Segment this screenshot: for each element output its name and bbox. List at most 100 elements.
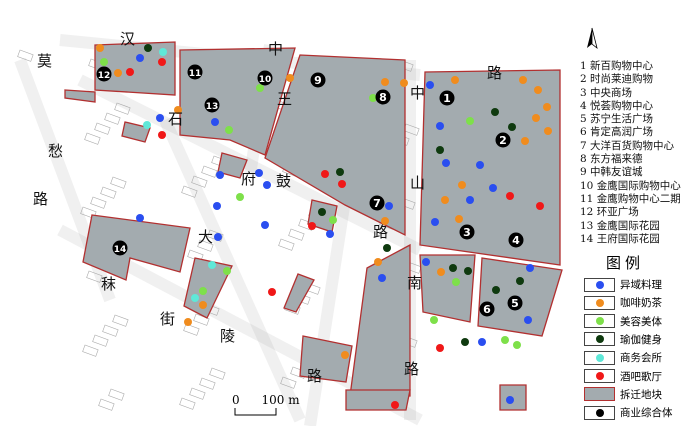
poi-exotic-cuisine — [156, 114, 164, 122]
poi-bar-ktv — [506, 192, 514, 200]
legend-label: 拆迁地块 — [620, 388, 662, 401]
poi-bar-ktv — [321, 170, 329, 178]
building-outline — [94, 122, 111, 135]
poi-beauty — [452, 278, 460, 286]
poi-yoga-fitness — [383, 244, 391, 252]
building-outline — [84, 132, 101, 145]
street — [159, 117, 306, 423]
legend-item: 酒吧歌厅 — [584, 369, 662, 384]
north-arrow-icon — [587, 27, 598, 50]
poi-exotic-cuisine — [255, 169, 263, 177]
demolition-block — [121, 121, 151, 143]
building-outline — [278, 238, 295, 251]
building-outline — [209, 367, 226, 380]
legend-title: 图例 — [606, 254, 645, 272]
marker-number: 10 — [259, 75, 272, 85]
poi-coffee-tea — [437, 268, 445, 276]
marker-number: 11 — [189, 69, 202, 79]
road-label: 路 — [404, 360, 420, 378]
poi-exotic-cuisine — [442, 159, 450, 167]
legend-dot-icon — [596, 280, 604, 289]
road-label: 莫 — [37, 52, 53, 70]
building-outline — [92, 334, 109, 347]
complex-marker: 4 — [508, 232, 524, 248]
building-outline — [179, 397, 196, 410]
poi-exotic-cuisine — [263, 181, 271, 189]
marker-number: 14 — [114, 245, 127, 255]
poi-business-club — [159, 48, 167, 56]
building-outline — [100, 186, 117, 199]
marker-number: 1 — [443, 92, 451, 105]
poi-exotic-cuisine — [216, 171, 224, 179]
poi-exotic-cuisine — [489, 184, 497, 192]
legend-dot-icon — [596, 353, 604, 362]
marker-number: 13 — [206, 102, 219, 112]
poi-yoga-fitness — [336, 168, 344, 176]
legend-item: 美容美体 — [584, 314, 662, 329]
marker-number: 9 — [314, 74, 322, 87]
poi-beauty — [430, 316, 438, 324]
building-outline — [102, 324, 119, 337]
poi-exotic-cuisine — [326, 230, 334, 238]
poi-coffee-tea — [381, 217, 389, 225]
poi-business-club — [191, 294, 199, 302]
poi-exotic-cuisine — [466, 196, 474, 204]
legend-swatch — [584, 314, 615, 329]
poi-exotic-cuisine — [422, 258, 430, 266]
list-item: 4 悦荟购物中心 — [580, 99, 654, 112]
building-outline — [104, 112, 121, 125]
legend-label: 美容美体 — [620, 315, 662, 328]
list-item: 8 东方福来德 — [580, 153, 643, 166]
poi-coffee-tea — [174, 106, 182, 114]
poi-bar-ktv — [391, 401, 399, 409]
list-item: 14 王府国际花园 — [580, 232, 660, 245]
marker-number: 12 — [98, 71, 111, 81]
poi-bar-ktv — [536, 202, 544, 210]
poi-exotic-cuisine — [261, 221, 269, 229]
building-outline — [280, 376, 297, 389]
list-item: 7 大洋百货购物中心 — [580, 139, 675, 152]
list-item: 12 环亚广场 — [580, 206, 639, 219]
road-label: 鼓 — [276, 172, 292, 190]
road-label: 石 — [168, 110, 184, 128]
legend-swatch — [584, 369, 615, 383]
poi-coffee-tea — [451, 76, 459, 84]
poi-coffee-tea — [519, 76, 527, 84]
complex-marker: 13 — [204, 97, 220, 113]
complex-marker: 1 — [439, 90, 455, 106]
poi-bar-ktv — [268, 288, 276, 296]
list-item: 10 金鹰国际购物中心 — [580, 179, 681, 192]
demolition-block — [477, 257, 563, 337]
poi-yoga-fitness — [464, 267, 472, 275]
building-outline — [86, 270, 103, 283]
scale-bar: 0 100 m — [232, 393, 300, 416]
complex-marker: 12 — [96, 66, 112, 82]
poi-coffee-tea — [532, 114, 540, 122]
poi-beauty — [236, 193, 244, 201]
legend-label: 咖啡奶茶 — [620, 297, 662, 310]
poi-yoga-fitness — [491, 108, 499, 116]
poi-exotic-cuisine — [526, 264, 534, 272]
poi-coffee-tea — [544, 127, 552, 135]
building-outline — [183, 323, 200, 336]
poi-yoga-fitness — [436, 146, 444, 154]
legend-item: 商务会所 — [584, 350, 662, 365]
complex-marker: 8 — [375, 89, 391, 105]
poi-exotic-cuisine — [136, 54, 144, 62]
poi-coffee-tea — [286, 74, 294, 82]
demolition-block — [419, 69, 561, 266]
poi-exotic-cuisine — [478, 338, 486, 346]
complex-marker: 11 — [187, 64, 203, 80]
legend-swatch — [584, 332, 615, 347]
poi-yoga-fitness — [508, 123, 516, 131]
demolition-block — [345, 389, 411, 411]
demolition-block — [94, 41, 176, 96]
building-outline — [199, 377, 216, 390]
legend-label: 商务会所 — [620, 352, 662, 365]
legend-label: 商业综合体 — [620, 407, 673, 420]
poi-exotic-cuisine — [136, 214, 144, 222]
legend-dot-icon — [596, 372, 604, 380]
building-outline — [207, 229, 224, 242]
poi-coffee-tea — [521, 137, 529, 145]
